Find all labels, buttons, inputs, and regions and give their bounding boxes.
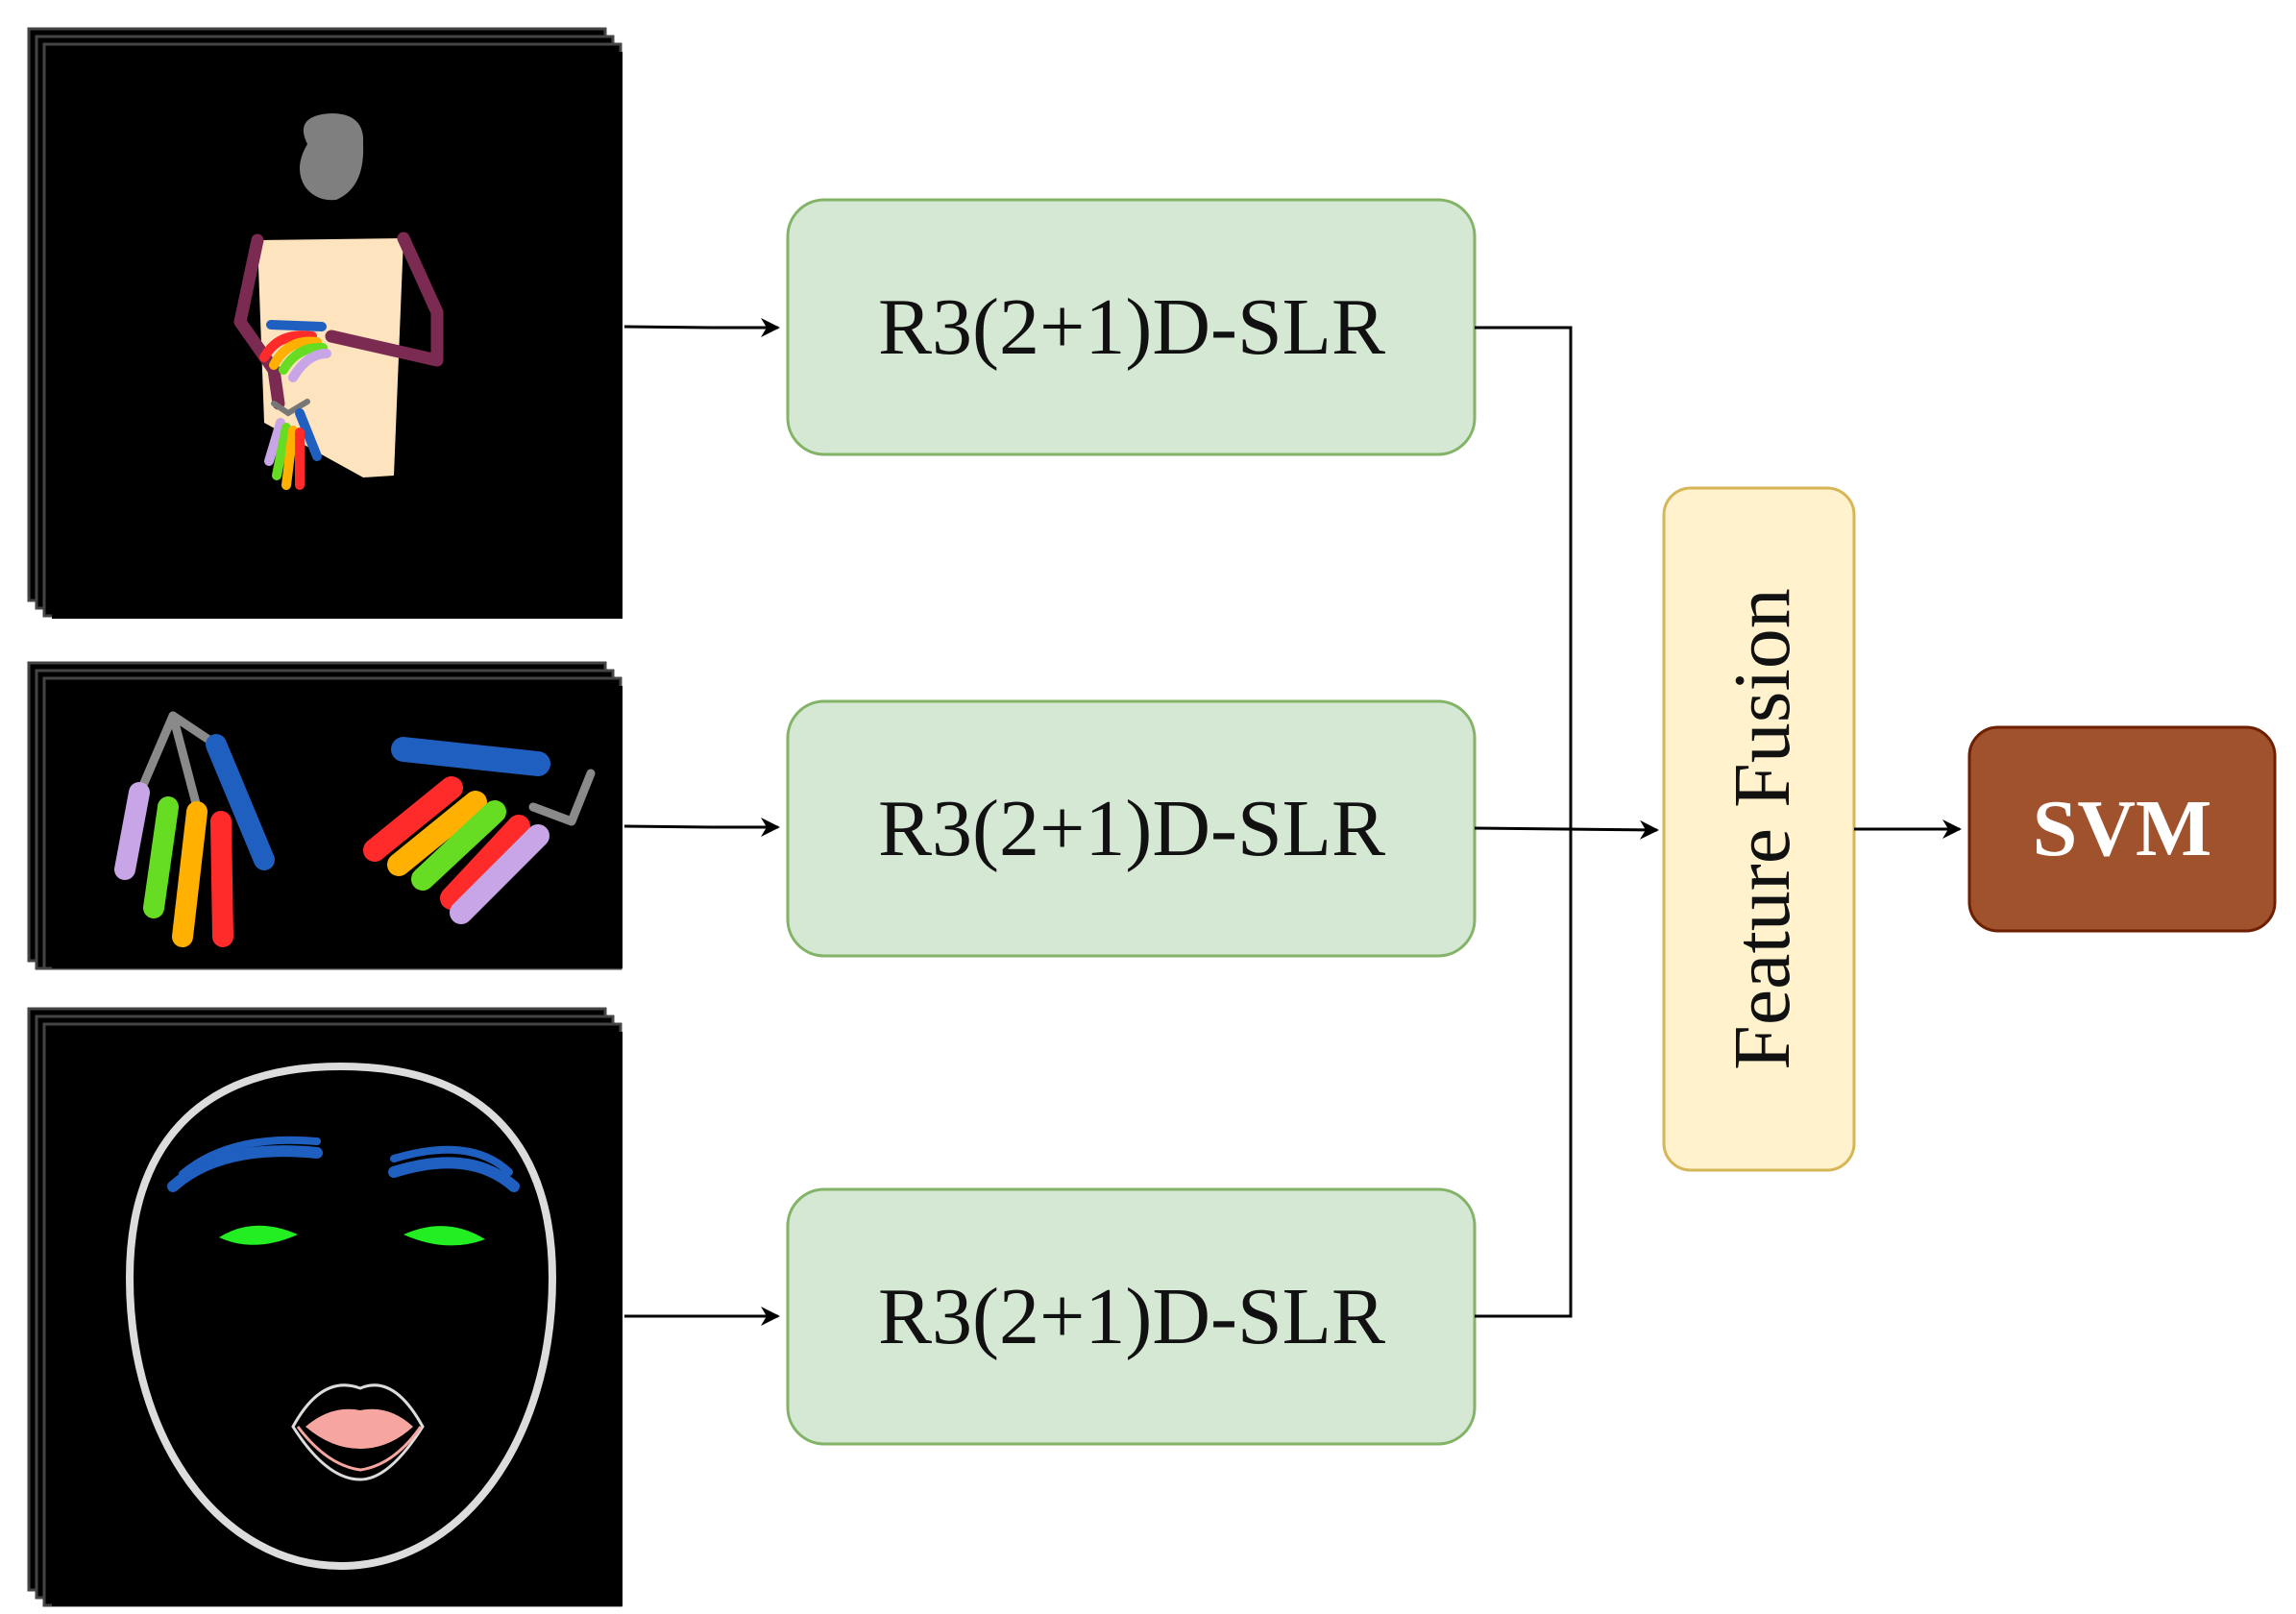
arrow-hand-to-model: [623, 818, 780, 837]
connector-face-to-fusion: [1475, 829, 1573, 1318]
connector-body-to-fusion: [1475, 326, 1573, 829]
fusion-connectors: [1474, 326, 1659, 1318]
model-label-body: R3(2+1)D-SLR: [878, 282, 1385, 372]
face-pose-frame-stack: [27, 1007, 623, 1607]
hand-skeleton-icon: [114, 711, 596, 947]
feature-fusion-label: Feature Fusion: [1718, 588, 1807, 1070]
model-box-hand: R3(2+1)D-SLR: [786, 699, 1477, 958]
arrow-body-to-model: [623, 318, 780, 337]
model-box-face: R3(2+1)D-SLR: [786, 1187, 1477, 1446]
model-label-face: R3(2+1)D-SLR: [878, 1272, 1385, 1361]
input-arrows: [623, 318, 780, 1326]
face-landmarks-icon: [125, 1062, 557, 1571]
svm-box: SVM: [1967, 725, 2277, 933]
hand-pose-frame-stack: [27, 661, 623, 970]
feature-fusion-box: Feature Fusion: [1662, 486, 1856, 1172]
body-pose-frame-stack: [27, 27, 623, 619]
svm-label: SVM: [2033, 784, 2212, 873]
model-label-hand: R3(2+1)D-SLR: [878, 784, 1385, 873]
arrow-hand-to-fusion: [1474, 819, 1659, 840]
upper-body-skeleton-icon: [233, 113, 444, 490]
model-box-body: R3(2+1)D-SLR: [786, 198, 1477, 456]
